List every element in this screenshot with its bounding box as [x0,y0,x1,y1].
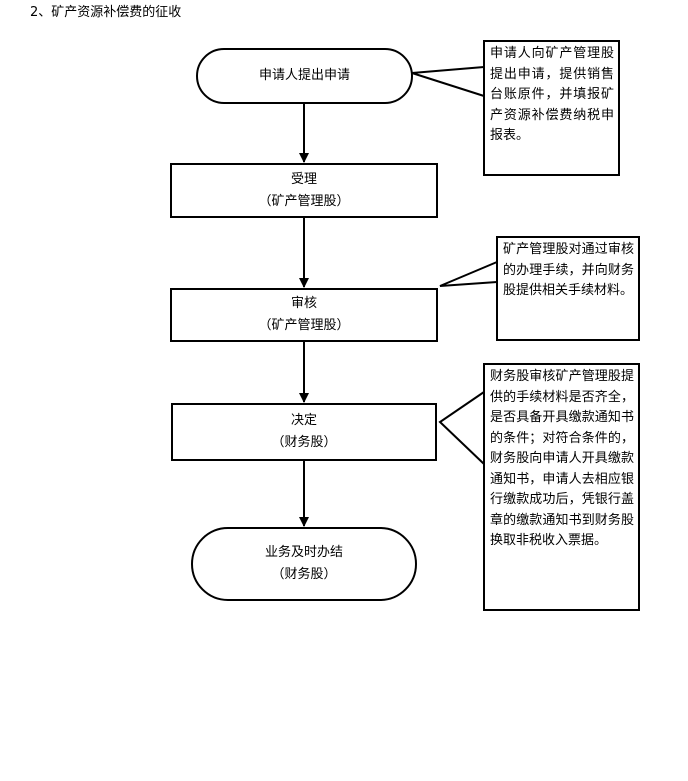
callout-pointer-3 [438,391,485,465]
note-decision: 财务股审核矿产管理股提供的手续材料是否齐全，是否具备开具缴款通知书的条件；对符合… [483,363,640,611]
step-accept-dept: （矿产管理股） [258,193,350,209]
step-decision: 决定 （财务股） [171,403,437,461]
step-complete-label: 业务及时办结 [264,545,343,560]
step-accept: 受理 （矿产管理股） [170,163,438,218]
step-review-label: 审核 [290,296,317,311]
step-complete-dept: （财务股） [271,567,337,582]
step-decision-dept: （财务股） [271,435,337,450]
callout-pointer-1 [411,66,485,97]
step-review: 审核 （矿产管理股） [170,288,438,342]
note-apply: 申请人向矿产管理股提出申请，提供销售台账原件，并填报矿产资源补偿费纳税申报表。 [483,40,620,176]
step-accept-label: 受理 [290,171,317,187]
step-apply-label: 申请人提出申请 [258,68,350,83]
note-review: 矿产管理股对通过审核的办理手续，并向财务股提供相关手续材料。 [496,236,640,341]
step-apply: 申请人提出申请 [196,48,413,104]
step-complete: 业务及时办结 （财务股） [191,527,417,601]
callout-pointer-2 [439,261,498,287]
section-title: 2、矿产资源补偿费的征收 [30,5,182,20]
step-decision-label: 决定 [290,413,317,428]
step-review-dept: （矿产管理股） [258,318,350,333]
